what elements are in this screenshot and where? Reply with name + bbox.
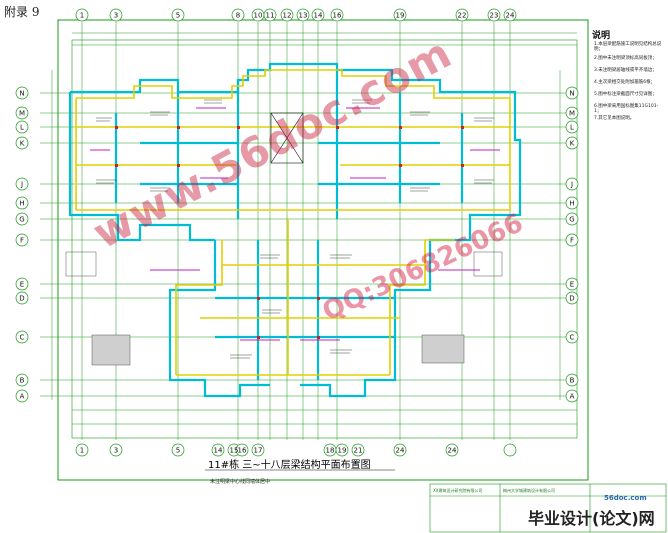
grid-label-left: M <box>19 110 25 118</box>
grid-label-bottom: 14 <box>214 447 223 455</box>
notes-title: 说明 <box>592 31 611 41</box>
grid-label-right: H <box>569 200 574 208</box>
grid-label-right: J <box>570 181 573 189</box>
note-item: 6.图中梁采用国标图集11G101-1； <box>594 104 659 114</box>
grid-label-left: B <box>20 377 25 385</box>
grid-label-top: 5 <box>176 12 180 20</box>
grid-label-right: C <box>570 334 575 342</box>
grid-label-top: 13 <box>299 12 308 20</box>
grid-label-left: L <box>20 124 24 132</box>
appendix-label: 附录 9 <box>4 5 40 19</box>
grid-label-top: 16 <box>333 12 342 20</box>
sheet-border <box>57 19 589 481</box>
grid-label-top: 22 <box>458 12 467 20</box>
grid-label-bottom: 17 <box>254 447 263 455</box>
dimension-lines <box>51 32 577 425</box>
brand-logo-text: 毕业设计(论文)网 <box>528 509 655 528</box>
grid-label-left: E <box>20 281 24 289</box>
grid-label-bottom: 15 <box>230 447 239 455</box>
grid-label-right: D <box>569 295 574 303</box>
grid-label-left: A <box>20 393 25 401</box>
grid-label-right: K <box>570 140 575 148</box>
grid-label-bottom: 19 <box>338 447 347 455</box>
grid-label-left: N <box>19 90 24 98</box>
grid-label-left: J <box>20 181 23 189</box>
grid-label-left: K <box>20 140 25 148</box>
grid-label-left: F <box>20 237 24 245</box>
grid-label-bottom: 16 <box>238 447 247 455</box>
grid-label-top: 11 <box>266 12 275 20</box>
grid-label-top: 19 <box>396 12 405 20</box>
grid-label-right: L <box>570 124 574 132</box>
grid-label-right: G <box>569 216 574 224</box>
drawing-subtitle: 未注明梁中心线同墙体居中 <box>210 479 271 485</box>
note-item: 2.图中未注明梁顶标高同板顶； <box>594 56 657 61</box>
note-item: 4.主次梁相交处附加箍筋6根； <box>594 80 656 85</box>
balconies <box>65 251 503 366</box>
grid-label-top: 3 <box>114 12 118 20</box>
grid-label-bottom: 1 <box>80 447 84 455</box>
note-item: 5.图中标注梁截面尺寸见详图； <box>594 92 657 97</box>
grid-label-left: C <box>20 334 25 342</box>
grid-label-top: 1 <box>80 12 84 20</box>
grid-bubbles-right <box>565 86 579 403</box>
grid-bubbles-left <box>15 86 29 403</box>
grid-label-top: 14 <box>314 12 323 20</box>
title-block-design: 梅州大学城建筑设计有限公司 <box>503 488 555 493</box>
grid-label-bottom: 24 <box>448 447 457 455</box>
grid-label-right: F <box>570 237 574 245</box>
shear-walls <box>68 62 522 398</box>
grid-label-left: D <box>19 295 24 303</box>
note-item: 3.未注明梁居轴线或平齐墙边； <box>594 68 657 73</box>
columns <box>115 126 464 339</box>
beam-annotations <box>96 99 494 359</box>
brand-url: 56doc.com <box>604 494 647 502</box>
grid-label-right: N <box>569 90 574 98</box>
secondary-beams <box>90 107 500 341</box>
grid-label-left: G <box>19 216 24 224</box>
grid-label-left: H <box>19 200 24 208</box>
grid-label-right: E <box>570 281 574 289</box>
note-item: 1.本层梁配筋施工说明见结构总说明； <box>594 42 662 52</box>
grid-label-bottom: 18 <box>326 447 335 455</box>
grid-label-top: 10 <box>254 12 263 20</box>
elevator-core <box>270 112 304 164</box>
grid-label-bottom: 3 <box>114 447 118 455</box>
grid-bubbles-top <box>75 8 517 22</box>
drawing-title: 11#栋 三~十八层梁结构平面布置图 <box>208 460 371 471</box>
beams <box>75 69 511 376</box>
grid-label-top: 23 <box>490 12 499 20</box>
grid-label-top: 12 <box>283 12 292 20</box>
grid-label-top: 24 <box>506 12 515 20</box>
grid-label-bottom: 21 <box>354 447 363 455</box>
grid-label-bottom: 5 <box>176 447 180 455</box>
title-block-company: XX建筑设计研究院有限公司 <box>433 488 483 493</box>
grid-label-top: 8 <box>236 12 240 20</box>
grid-bubbles-bottom <box>75 443 517 457</box>
grid-label-bottom: 24 <box>396 447 405 455</box>
title-block <box>429 483 667 533</box>
note-item: 7.其它见本图说明。 <box>594 116 635 121</box>
grid-label-right: M <box>569 110 575 118</box>
grid-label-right: B <box>570 377 575 385</box>
grid-label-right: A <box>570 393 575 401</box>
